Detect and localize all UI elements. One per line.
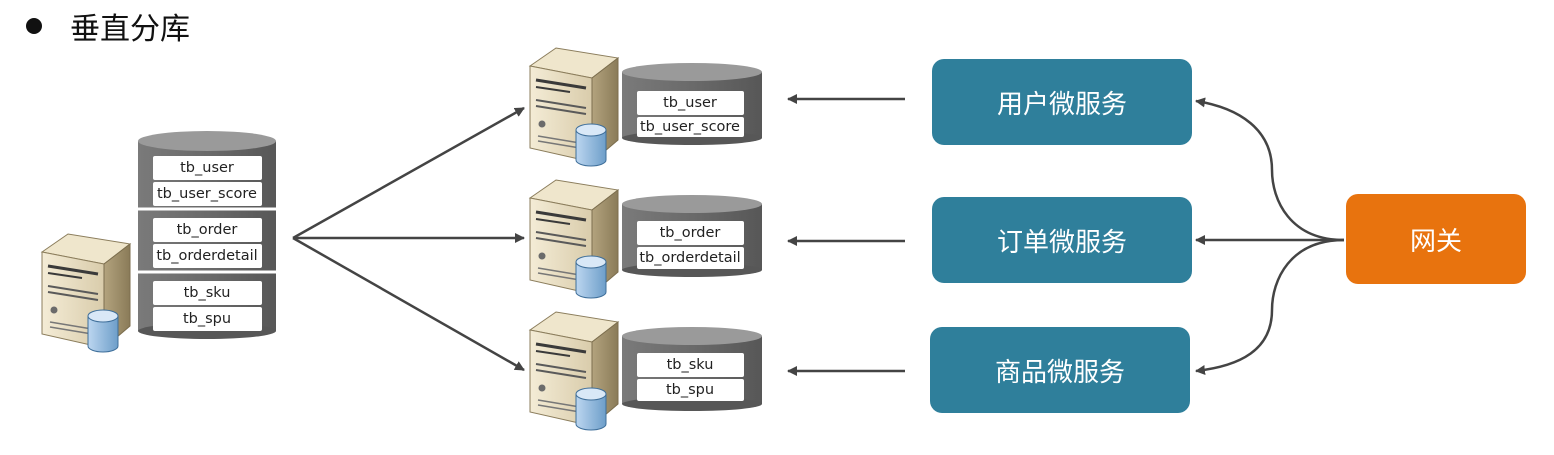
table-label: tb_orderdetail (156, 248, 257, 264)
database-node-user: tb_user tb_user_score (528, 46, 762, 167)
table-label: tb_order (660, 225, 721, 241)
table-label: tb_sku (184, 285, 231, 301)
database-icon (575, 255, 607, 299)
gateway-arrows (1195, 97, 1345, 375)
database-icon (87, 309, 119, 353)
split-arrows (292, 106, 525, 372)
source-database: tb_user tb_user_score tb_order tb_orderd… (138, 131, 276, 339)
table-label: tb_spu (183, 311, 231, 327)
gateway-box: 网关 (1346, 194, 1526, 284)
page-title: 垂直分库 (70, 12, 190, 47)
database-icon (575, 123, 607, 167)
user-service-box: 用户微服务 (932, 59, 1192, 145)
database-node-order: tb_order tb_orderdetail (528, 178, 762, 299)
service-arrows (787, 94, 905, 376)
table-label: tb_user_score (157, 186, 257, 202)
table-label: tb_order (177, 222, 238, 238)
table-label: tb_user_score (640, 119, 740, 135)
product-service-box: 商品微服务 (930, 327, 1190, 413)
source-server (40, 232, 132, 353)
order-service-box: 订单微服务 (932, 197, 1192, 283)
bullet-icon (26, 18, 42, 34)
table-label: tb_spu (666, 382, 714, 398)
database-icon (575, 387, 607, 431)
table-label: tb_orderdetail (639, 250, 740, 266)
title-row: 垂直分库 (26, 4, 190, 48)
table-label: tb_user (180, 160, 234, 176)
table-label: tb_user (663, 95, 717, 111)
table-label: tb_sku (667, 357, 714, 373)
database-node-product: tb_sku tb_spu (528, 310, 762, 431)
